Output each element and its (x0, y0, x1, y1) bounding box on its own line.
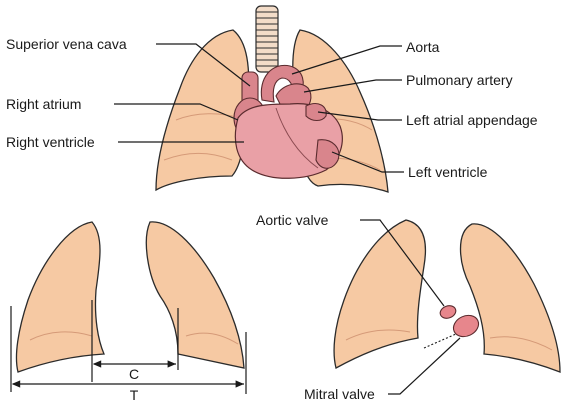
label-aortic-valve: Aortic valve (256, 212, 329, 228)
label-aorta: Aorta (406, 39, 440, 55)
aortic-valve-shape (438, 304, 457, 321)
ctr-right-lung (16, 222, 104, 372)
left-atrial-appendage-shape (306, 104, 326, 121)
ctr-left-lung (146, 222, 244, 368)
top-heart-lungs-illustration: Superior vena cava Aorta Pulmonary arter… (6, 6, 538, 192)
label-mitral-valve: Mitral valve (304, 386, 375, 402)
label-right-ventricle: Right ventricle (6, 134, 95, 150)
label-cardiac-width: C (129, 366, 139, 382)
label-thoracic-width: T (130, 387, 139, 403)
label-pulmonary-artery: Pulmonary artery (406, 72, 513, 88)
label-left-ventricle: Left ventricle (408, 164, 488, 180)
mitral-valve-leader (388, 338, 460, 394)
bottom-left-ctr-illustration: C T (11, 222, 246, 403)
bottom-right-valves-illustration: Aortic valve Mitral valve (256, 212, 560, 402)
trachea (256, 6, 278, 72)
valves-left-lung (461, 224, 561, 372)
mitral-valve-shape (450, 311, 482, 340)
label-right-atrium: Right atrium (6, 96, 81, 112)
valves-right-lung (334, 220, 425, 368)
label-superior-vena-cava: Superior vena cava (6, 36, 127, 52)
label-left-atrial-appendage: Left atrial appendage (406, 112, 538, 128)
